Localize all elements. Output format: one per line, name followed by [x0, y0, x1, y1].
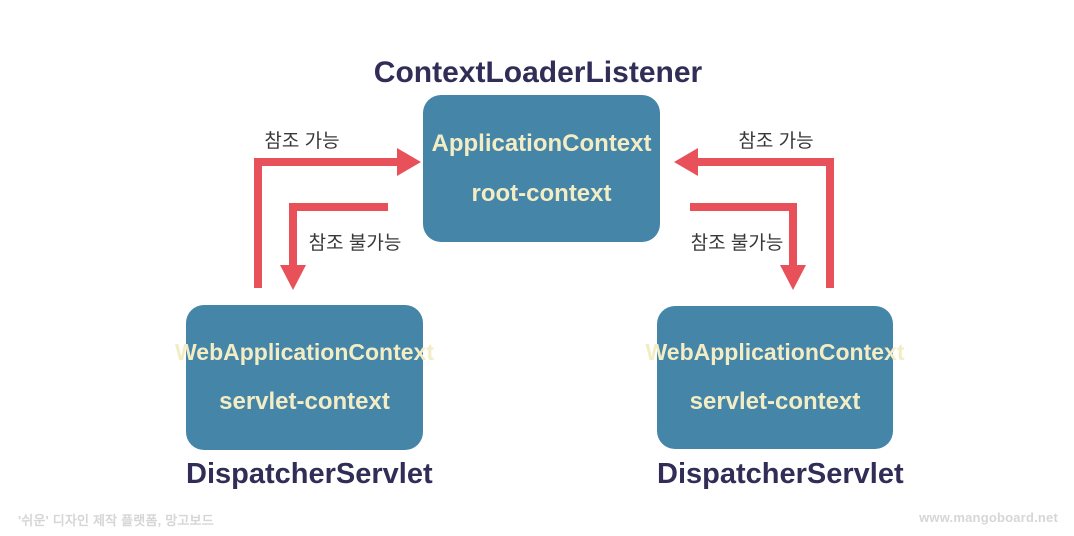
root-context-class-name: ApplicationContext [431, 129, 652, 157]
caption-dispatcher-servlet-right: DispatcherServlet [657, 458, 904, 490]
arrow-right-reference-possible-head-icon [674, 148, 698, 176]
label-right-reference-possible: 참조 가능 [738, 131, 814, 152]
servlet-context-right-class-name: WebApplicationContext [645, 339, 905, 365]
label-left-reference-impossible: 참조 불가능 [308, 233, 402, 254]
arrow-right-reference-possible-line [697, 158, 834, 288]
box-servlet-context-right: WebApplicationContext servlet-context [646, 306, 904, 449]
label-left-reference-possible: 참조 가능 [264, 131, 340, 152]
servlet-context-left-name: servlet-context [219, 388, 390, 415]
caption-dispatcher-servlet-left: DispatcherServlet [186, 458, 433, 490]
arrow-left-reference-impossible-head-icon [280, 265, 306, 290]
label-right-reference-impossible: 참조 불가능 [690, 233, 784, 254]
arrow-left-reference-possible-line [254, 158, 398, 288]
diagram-title: ContextLoaderListener [373, 56, 703, 89]
arrow-left-reference-possible-head-icon [397, 148, 421, 176]
box-servlet-context-left: WebApplicationContext servlet-context [175, 305, 434, 450]
box-root-context: ApplicationContext root-context [423, 95, 660, 242]
servlet-context-right-name: servlet-context [689, 388, 861, 415]
watermark-mangoboard-tagline: '쉬운' 디자인 제작 플랫폼, 망고보드 [18, 513, 214, 528]
servlet-context-left-class-name: WebApplicationContext [175, 339, 434, 365]
root-context-name: root-context [471, 179, 612, 207]
arrow-right-reference-impossible-head-icon [780, 265, 806, 290]
watermark-mangoboard-url: www.mangoboard.net [919, 510, 1058, 525]
